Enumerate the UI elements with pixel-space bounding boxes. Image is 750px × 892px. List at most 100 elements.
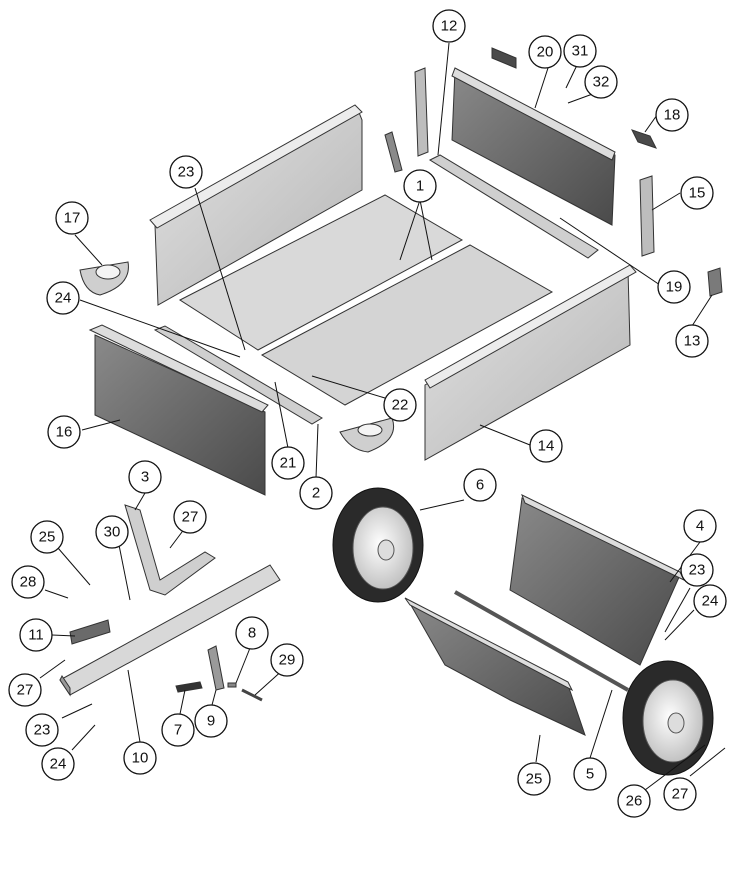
- crossbar-2: [153, 325, 323, 425]
- callout-5: 5: [573, 757, 607, 791]
- wheel-6: [332, 487, 424, 603]
- callout-9-label: 9: [207, 713, 215, 730]
- rail-12: [428, 154, 599, 259]
- handle-7: [175, 681, 203, 693]
- leader-23b: [61, 703, 93, 719]
- callout-20: 20: [528, 35, 562, 69]
- callout-22: 22: [383, 388, 417, 422]
- callout-11-label: 11: [28, 627, 44, 644]
- callouts: 1 2 3 4 5 6 7 8 9 10 11 12 13 14 15 16 1…: [8, 9, 727, 818]
- callout-30-label: 30: [104, 524, 121, 541]
- bracket-3: [124, 504, 216, 596]
- callout-2: 2: [299, 476, 333, 510]
- leader-2: [315, 423, 319, 479]
- callout-17-label: 17: [64, 210, 81, 227]
- floor-panel-right: [260, 244, 554, 406]
- callout-13-label: 13: [684, 333, 701, 350]
- leader-11: [51, 634, 76, 637]
- callout-23a-label: 23: [178, 164, 195, 181]
- side-panel-right-lower: [424, 264, 637, 461]
- pin-8: [227, 682, 237, 688]
- leader-27b: [39, 659, 66, 679]
- callout-15: 15: [680, 176, 714, 210]
- plate-top: [491, 47, 517, 69]
- pin-29: [241, 688, 263, 702]
- leader-17: [74, 234, 103, 266]
- floor-panel-left: [178, 194, 464, 351]
- axle-mount-front: [406, 598, 586, 736]
- leader-24c: [664, 609, 695, 641]
- front-panel-16: [88, 324, 269, 496]
- callout-26: 26: [617, 784, 651, 818]
- callout-21-label: 21: [280, 455, 297, 472]
- callout-7: 7: [161, 713, 195, 747]
- bracket-13: [707, 267, 723, 297]
- leader-13: [691, 294, 713, 327]
- callout-24a: 24: [46, 281, 80, 315]
- callout-12: 12: [432, 9, 466, 43]
- small-bracket: [384, 131, 403, 173]
- callout-11: 11: [19, 618, 53, 652]
- leader-1b: [399, 199, 421, 261]
- callout-25b: 25: [517, 762, 551, 796]
- leader-lines: [39, 42, 726, 791]
- callout-23c: 23: [680, 553, 714, 587]
- callout-31: 31: [563, 34, 597, 68]
- leader-24a: [79, 299, 241, 358]
- callout-1: 1: [403, 169, 437, 203]
- callout-15-label: 15: [689, 185, 706, 202]
- leader-24b: [71, 724, 96, 751]
- leader-25b: [535, 734, 541, 763]
- callout-31-label: 31: [572, 43, 589, 60]
- callout-23c-label: 23: [689, 562, 706, 579]
- leader-9: [211, 689, 217, 706]
- callout-24a-label: 24: [55, 290, 72, 307]
- leader-18: [644, 114, 658, 133]
- leader-31: [565, 62, 579, 89]
- callout-23b: 23: [25, 713, 59, 747]
- axle-mount-4: [509, 497, 681, 666]
- callout-2-label: 2: [312, 485, 320, 502]
- leader-7: [179, 689, 186, 715]
- callout-6-label: 6: [476, 477, 484, 494]
- leader-25a: [57, 547, 91, 586]
- link-9: [207, 645, 225, 691]
- callout-27c-label: 27: [672, 786, 689, 803]
- upright-bracket: [414, 67, 429, 157]
- leader-22: [311, 375, 386, 399]
- callout-30: 30: [95, 515, 129, 549]
- leader-21: [274, 381, 289, 449]
- callout-29-label: 29: [279, 652, 296, 669]
- callout-29: 29: [270, 643, 304, 677]
- callout-8: 8: [235, 616, 269, 650]
- callout-14-label: 14: [538, 438, 555, 455]
- callout-12-label: 12: [441, 18, 458, 35]
- callout-9: 9: [194, 704, 228, 738]
- side-panel-left: [149, 104, 363, 306]
- leader-12: [437, 42, 450, 156]
- hitch-11: [69, 619, 111, 645]
- callout-20-label: 20: [537, 44, 554, 61]
- callout-28: 28: [11, 565, 45, 599]
- callout-4-label: 4: [696, 518, 704, 535]
- callout-22-label: 22: [392, 397, 409, 414]
- leader-19: [559, 217, 661, 286]
- leader-10: [127, 669, 141, 743]
- callout-23a: 23: [169, 155, 203, 189]
- callout-3-label: 3: [141, 469, 149, 486]
- leader-1: [419, 199, 433, 261]
- leader-30: [117, 539, 131, 601]
- leader-26: [644, 744, 706, 791]
- callout-14: 14: [529, 429, 563, 463]
- side-panel-right-upper: [451, 67, 616, 226]
- callout-18-label: 18: [664, 107, 681, 124]
- callout-1-label: 1: [416, 178, 424, 195]
- callout-24c-label: 24: [702, 593, 719, 610]
- callout-5-label: 5: [586, 766, 594, 783]
- callout-16-label: 16: [56, 424, 73, 441]
- callout-27a: 27: [173, 500, 207, 534]
- callout-3: 3: [128, 460, 162, 494]
- callout-27b: 27: [8, 673, 42, 707]
- callout-32: 32: [584, 65, 618, 99]
